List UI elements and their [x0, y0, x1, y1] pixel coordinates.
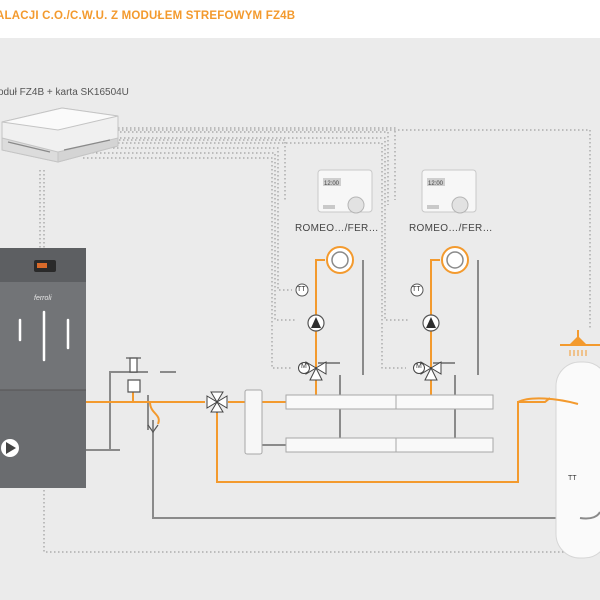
thermostat-zone-1: 12:00: [317, 169, 373, 214]
title-bar: ALACJI C.O./C.W.U. Z MODUŁEM STREFOWYM F…: [0, 0, 600, 38]
diagram-title: ALACJI C.O./C.W.U. Z MODUŁEM STREFOWYM F…: [0, 10, 296, 22]
motor-label-zone-2: M: [416, 363, 422, 370]
boiler-brand: ferroli: [34, 295, 52, 302]
thermostat-label-zone-2: ROMEO…/FER…: [409, 223, 493, 234]
temp-sensor-zone-2: [410, 283, 424, 297]
svg-text:12:00: 12:00: [324, 181, 340, 187]
thermostat-zone-2: 12:00: [421, 169, 477, 214]
svg-text:12:00: 12:00: [428, 181, 444, 187]
mixing-valve-zone-1: [298, 361, 327, 381]
heat-emitter-zone-1: [326, 246, 354, 274]
supply-manifold: [285, 394, 494, 410]
hydraulic-diagram: 12:00 12:00: [0, 107, 600, 559]
temp-sensor-zone-1: [295, 283, 309, 297]
sensor-label-zone-1: TT: [297, 286, 306, 293]
dhw-tank: [517, 361, 600, 559]
boiler: [0, 248, 86, 488]
shower-icon: [568, 330, 588, 356]
safety-group: [126, 357, 159, 434]
mixing-valve-zone-2: [413, 361, 442, 381]
thermostat-label-zone-1: ROMEO…/FER…: [295, 223, 379, 234]
motor-zone-2: [413, 362, 425, 374]
heat-emitter-zone-2: [441, 246, 469, 274]
diverter-valve: [206, 391, 228, 413]
hydraulic-separator: [244, 389, 263, 455]
motor-zone-1: [298, 362, 310, 374]
module-label: oduł FZ4B + karta SK16504U: [0, 87, 129, 98]
return-pipes: [86, 260, 580, 519]
sensor-label-zone-2: TT: [412, 286, 421, 293]
pump-zone-2: [422, 314, 440, 332]
zone-module-fz4b: [1, 107, 119, 163]
sensor-label-dhw: TT: [568, 475, 577, 482]
diagram-area: 12:00 12:00: [0, 38, 600, 600]
pump-zone-1: [307, 314, 325, 332]
return-manifold: [285, 437, 494, 453]
motor-label-zone-1: M: [301, 363, 307, 370]
